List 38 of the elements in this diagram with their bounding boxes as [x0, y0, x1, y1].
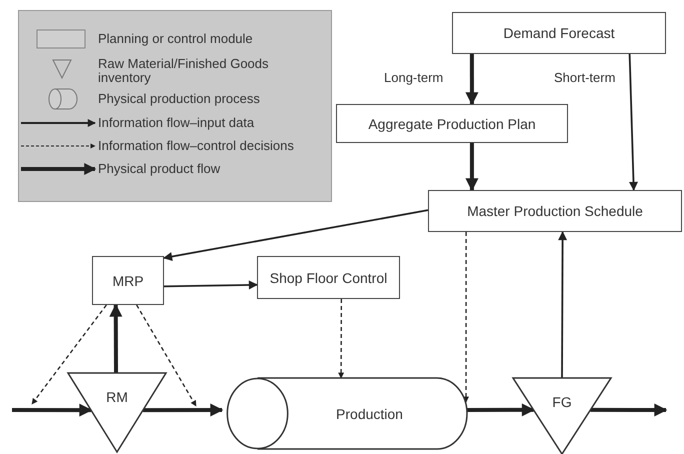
arrow [142, 403, 224, 416]
arrow [163, 209, 428, 261]
arrow [467, 403, 535, 416]
process-box [257, 256, 400, 299]
node-label: Master Production Schedule [467, 203, 643, 219]
node-label: FG [552, 394, 572, 410]
legend-text: Planning or control module [98, 32, 254, 46]
node-label: Demand Forecast [503, 25, 615, 41]
arrow [12, 404, 92, 417]
arrow [164, 280, 258, 290]
arrow [338, 299, 344, 379]
inventory-triangle [513, 378, 611, 454]
edge-label: Short-term [552, 70, 618, 85]
arrow [463, 232, 470, 403]
arrow [136, 304, 197, 407]
arrow [628, 54, 638, 191]
node-label: Shop Floor Control [270, 270, 388, 286]
legend-text: Physical production process [98, 92, 261, 106]
node-label: Aggregate Production Plan [368, 116, 536, 132]
node-label: RM [106, 389, 128, 405]
arrow [109, 304, 122, 373]
legend-text: Physical product flow [98, 162, 222, 176]
arrow [465, 54, 478, 106]
node-label: MRP [112, 272, 144, 288]
process-box [452, 12, 666, 54]
arrow [31, 304, 107, 404]
legend-text: Raw Material/Finished Goods inventory [98, 57, 270, 85]
arrow [590, 404, 668, 416]
legend-text: Information flow–control decisions [98, 139, 295, 153]
inventory-triangle [68, 373, 166, 452]
legend-text: Information flow–input data [98, 116, 256, 130]
edge-label: Long-term [382, 70, 446, 85]
arrow [558, 231, 568, 378]
arrow [465, 143, 478, 192]
node-label: Production [336, 406, 403, 422]
process-box [428, 190, 682, 232]
process-box [92, 256, 164, 305]
process-box [336, 104, 568, 143]
